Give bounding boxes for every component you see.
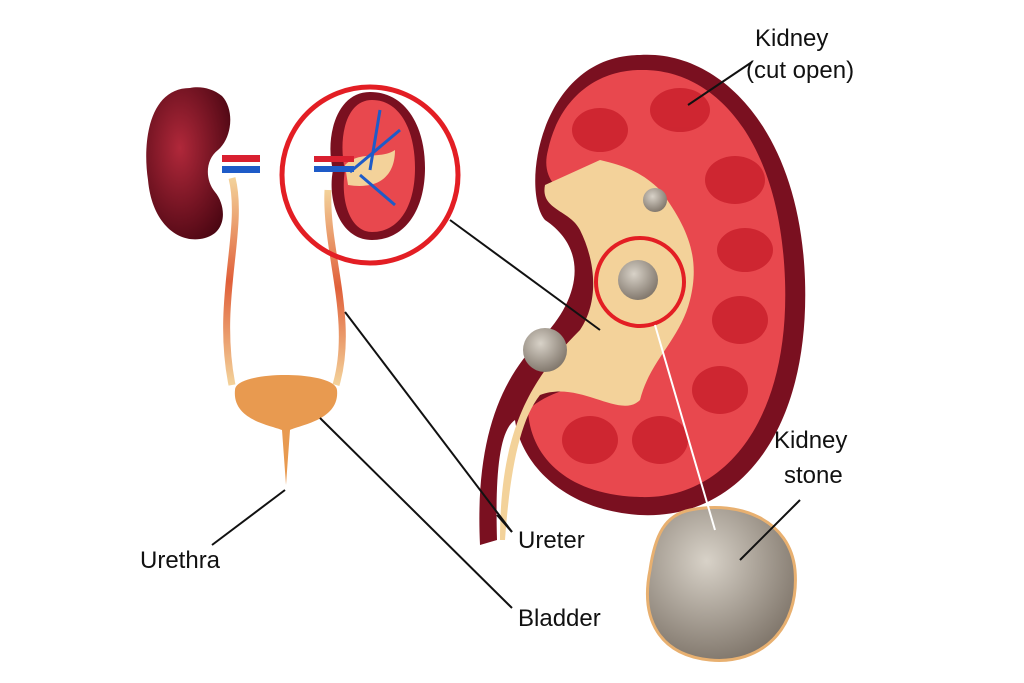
label-bladder: Bladder	[518, 605, 601, 632]
label-kidney-stone-2: stone	[784, 462, 843, 489]
left-ureter	[223, 177, 239, 386]
leader-lines	[211, 61, 801, 609]
stone-pointer-line	[654, 324, 716, 531]
left-kidney	[146, 87, 260, 240]
stone-in-kidney-left	[523, 328, 567, 372]
bladder-shape	[234, 375, 338, 485]
label-kidney-cut-open-1: Kidney	[755, 25, 829, 52]
zoom-highlight-circle	[279, 84, 461, 266]
kidney-stone-enlarged	[646, 506, 797, 662]
stone-highlight-circle	[594, 236, 686, 328]
label-ureter: Ureter	[518, 527, 585, 554]
stone-in-kidney	[618, 260, 658, 300]
right-ureter	[324, 189, 346, 386]
label-urethra: Urethra	[140, 547, 221, 574]
label-kidney-stone-1: Kidney	[774, 427, 848, 454]
big-cut-kidney	[479, 54, 806, 546]
small-cut-kidney	[314, 92, 425, 240]
label-kidney-cut-open-2: (cut open)	[746, 57, 855, 84]
stone-in-kidney-small	[643, 188, 667, 212]
